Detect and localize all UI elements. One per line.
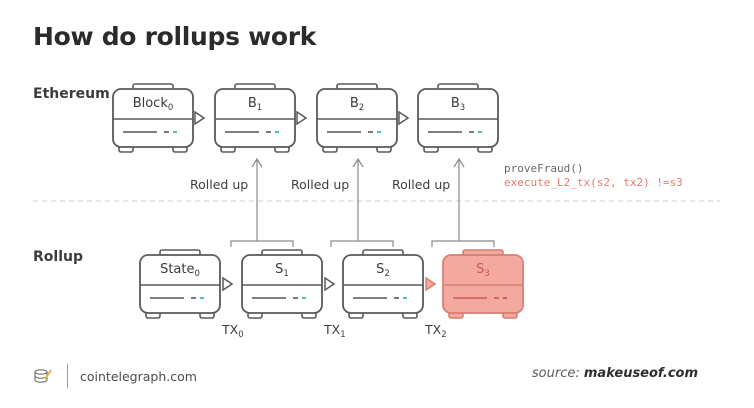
label-subscript: 1 [283,269,289,279]
chain-arrow-icon [222,276,234,292]
chain-arrow-icon [194,110,206,126]
source-name: makeuseof.com [583,366,698,381]
transaction-label-0: TX0 [222,322,244,340]
rollup-state-label-2: S2 [343,262,423,279]
page-title: How do rollups work [33,22,317,51]
label-text: B [247,96,257,111]
label-text: B [450,96,460,111]
rollup-state-2 [342,249,424,319]
footer-divider [67,364,68,388]
rolled-up-label-0: Rolled up [190,177,249,192]
label-text: S [275,262,284,277]
label-subscript: 3 [459,103,466,113]
label-subscript: 2 [358,103,365,113]
label-text: B [349,96,359,111]
label-text: Block [132,96,168,111]
rolled-up-label-1: Rolled up [291,177,350,192]
ethereum-block-label-3: B3 [418,96,498,113]
transaction-label-2: TX2 [425,322,447,340]
ethereum-block-1 [214,83,296,153]
ethereum-block-label-0: Block0 [113,96,193,113]
rollup-state-label-0: State0 [140,262,220,279]
rollup-row-label: Rollup [33,249,83,265]
label-subscript: 2 [384,269,390,279]
rollup-bracket-1 [330,240,394,247]
up-arrow-icon [251,157,263,168]
ethereum-block-2 [316,83,398,153]
footer-site: cointelegraph.com [80,368,197,384]
rollup-state-1 [241,249,323,319]
source-credit: source: makeuseof.com [532,366,698,381]
chain-arrow-icon [425,276,437,292]
label-subscript: 3 [484,269,490,279]
chain-arrow-icon [324,276,336,292]
ethereum-block-3 [417,83,499,153]
cointelegraph-logo-icon [34,369,52,383]
label-text: State [160,262,195,277]
rollup-bracket-2 [431,240,495,247]
ethereum-row-label: Ethereum [33,86,110,102]
up-arrow-icon [352,157,364,168]
chain-arrow-icon [296,110,308,126]
ethereum-block-0 [112,83,194,153]
rollup-bracket-0 [230,240,294,247]
rolled-up-label-2: Rolled up [392,177,451,192]
ethereum-block-label-1: B1 [215,96,295,113]
transaction-label-1: TX1 [324,322,346,340]
label-text: S [376,262,385,277]
label-subscript: 0 [194,269,200,279]
chain-arrow-icon [398,110,410,126]
ethereum-block-label-2: B2 [317,96,397,113]
footer-brand: cointelegraph.com [33,364,197,388]
rollup-state-0 [139,249,221,319]
label-text: S [476,262,485,277]
up-arrow-icon [453,157,465,168]
rollup-state-label-3: S3 [443,262,523,279]
fraud-condition-code: execute_L2_tx(s2, tx2) !=s3 [504,176,683,189]
rollup-state-3 [442,249,524,319]
rollup-state-label-1: S1 [242,262,322,279]
label-subscript: 1 [256,103,263,113]
prove-fraud-code: proveFraud() [504,162,584,175]
source-prefix: source: [531,366,580,381]
label-subscript: 0 [167,103,174,113]
